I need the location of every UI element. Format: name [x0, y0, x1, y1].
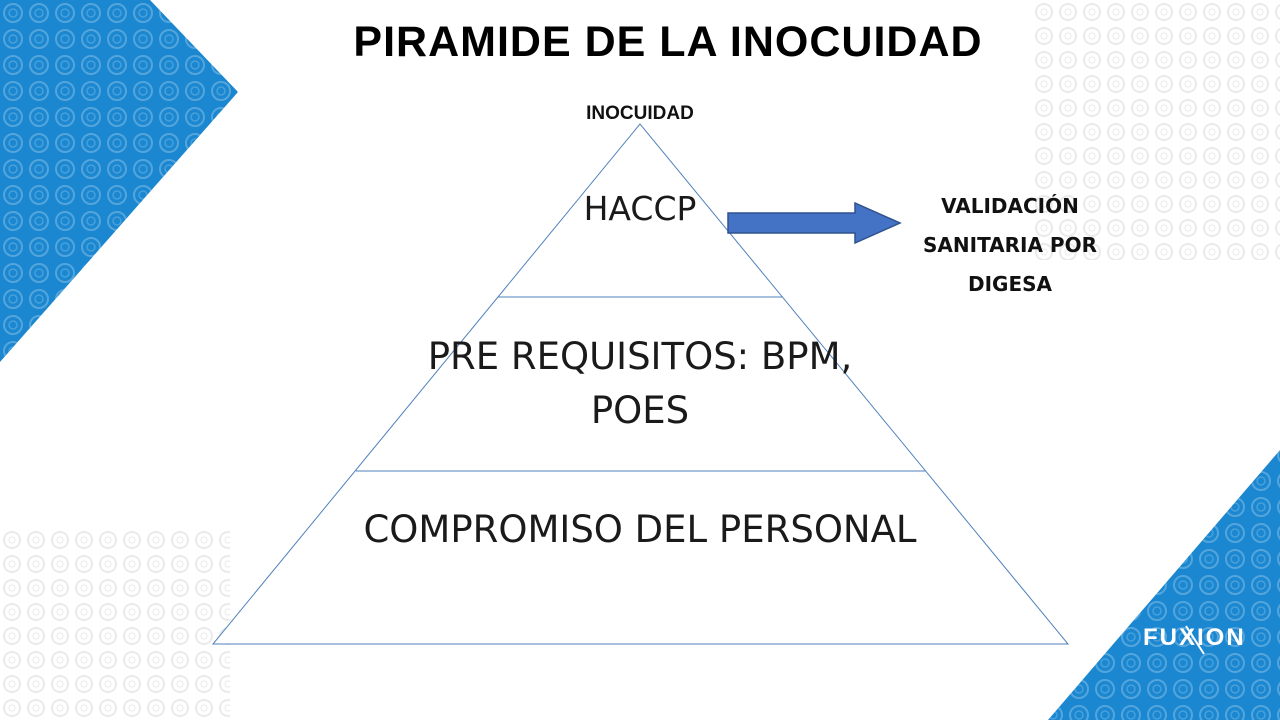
grey-pattern-top-right — [1030, 0, 1280, 260]
pyramid-tier-top: HACCP — [583, 189, 697, 228]
pyramid-tier-middle: PRE REQUISITOS: BPM, POES — [427, 335, 853, 432]
pyramid-tier-base: COMPROMISO DEL PERSONAL — [363, 508, 917, 551]
pyramid-apex-label: INOCUIDAD — [586, 103, 694, 124]
blue-triangle-top-left-pattern — [0, 0, 238, 362]
validation-note: VALIDACIÓN SANITARIA POR DIGESA — [923, 194, 1097, 296]
grey-pattern-bottom-left — [0, 530, 230, 720]
blue-triangle-bottom-right-pattern — [1048, 450, 1280, 720]
brand-x-accent — [1185, 625, 1205, 655]
arrow-right-icon — [727, 201, 902, 245]
brand-logo: FUXION — [1143, 624, 1246, 651]
slide-title: PIRAMIDE DE LA INOCUIDAD — [353, 18, 983, 66]
pyramid-outline — [211, 123, 1070, 645]
